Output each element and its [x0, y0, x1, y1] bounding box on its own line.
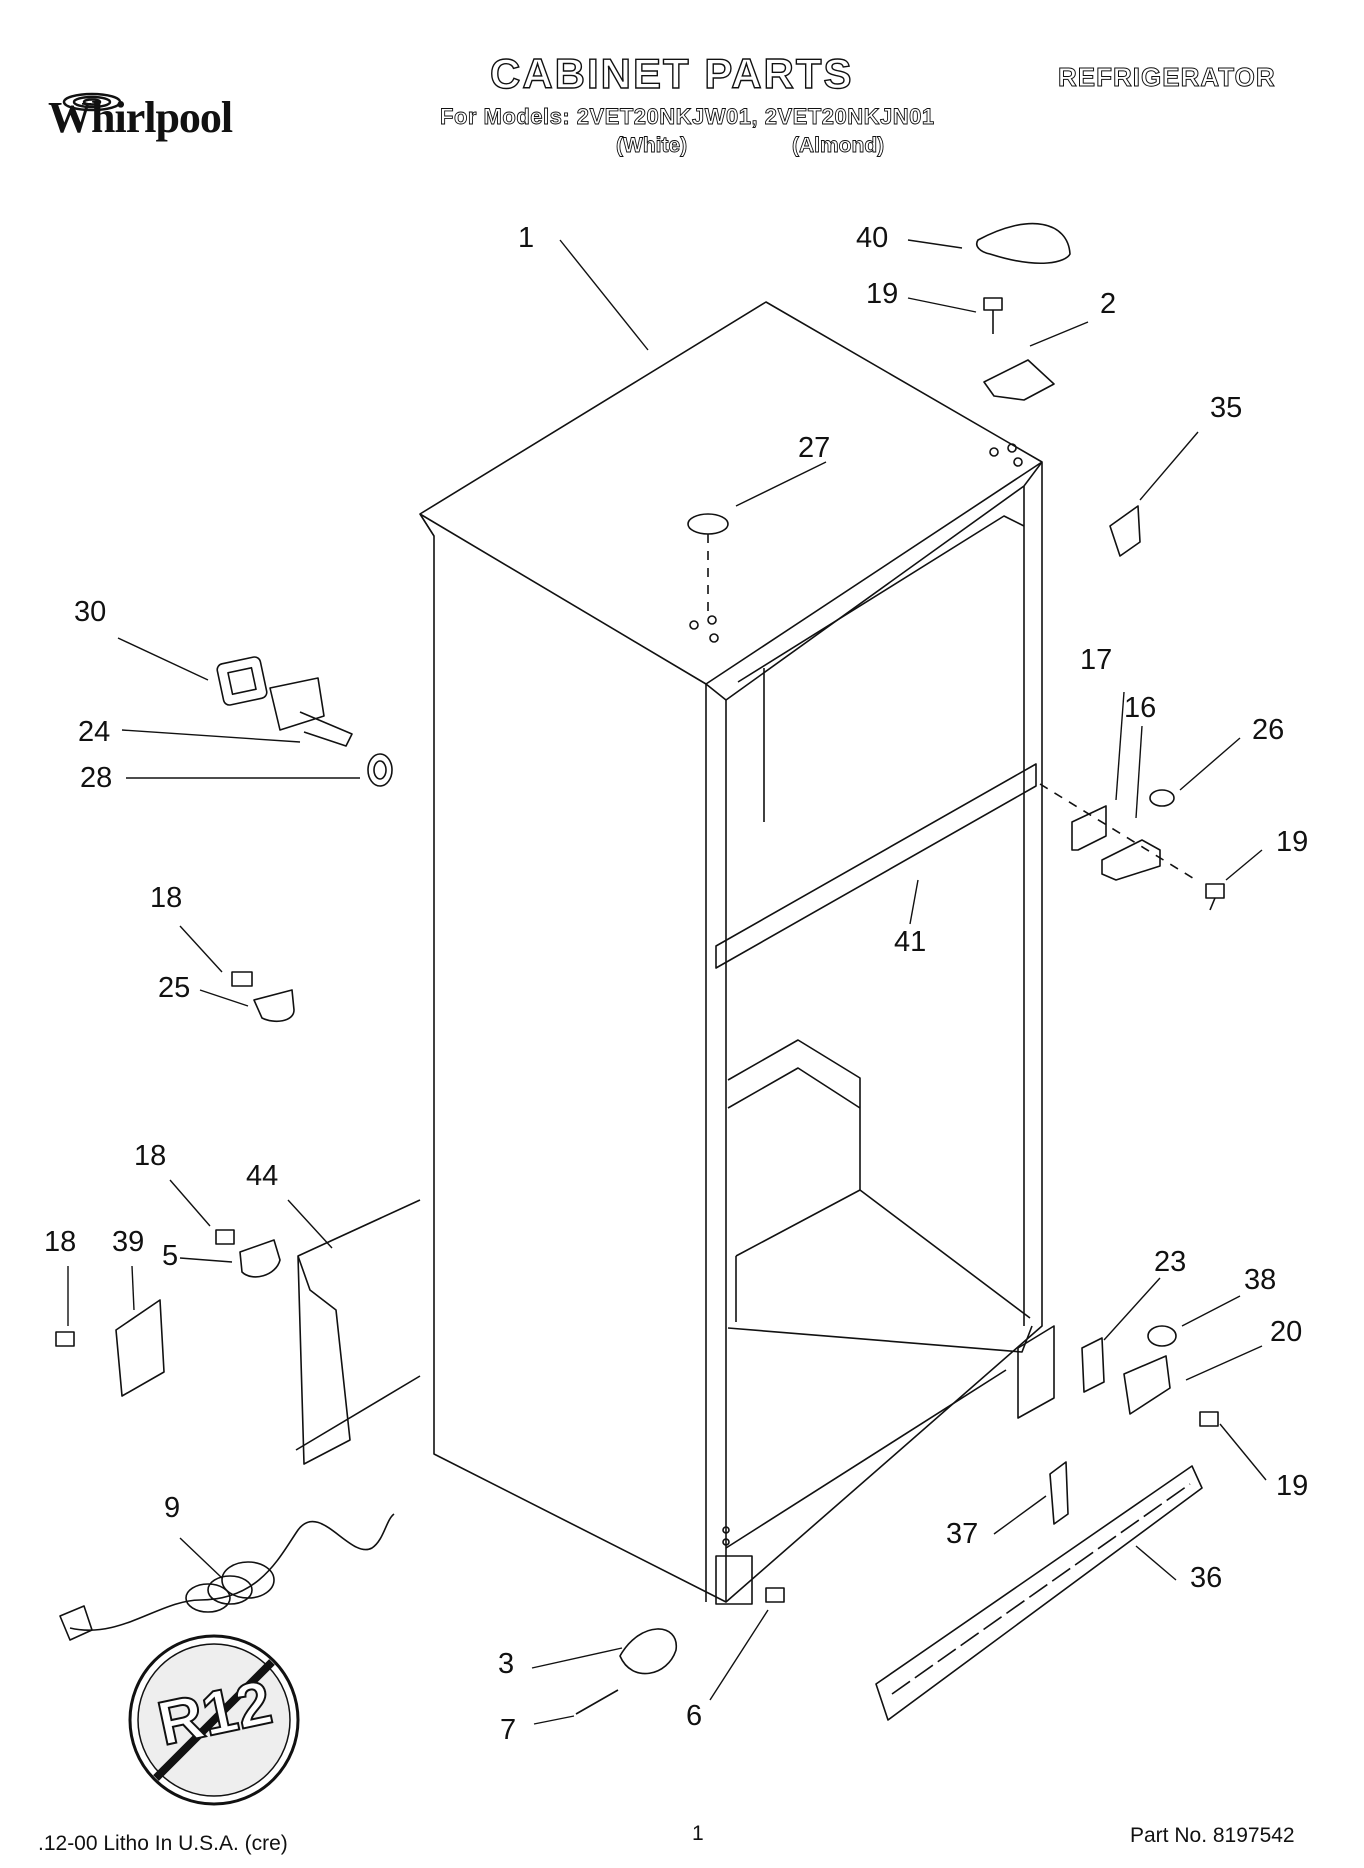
callout-20: 20 [1270, 1316, 1303, 1348]
page-number: 1 [692, 1822, 704, 1845]
whirlpool-logo: Whirlpool [48, 93, 233, 142]
callout-19-bottom: 19 [1276, 1470, 1309, 1502]
callout-28: 28 [80, 762, 113, 794]
leader-lines [67, 239, 1267, 1725]
callout-1: 1 [518, 222, 535, 254]
callout-7: 7 [500, 1714, 517, 1746]
cabinet [295, 301, 1055, 1605]
callout-37: 37 [946, 1518, 979, 1550]
part-28-washer [367, 753, 393, 787]
no-r12-badge [128, 1634, 300, 1806]
callout-18-upper: 18 [150, 882, 183, 914]
callout-19-mid: 19 [1276, 826, 1309, 858]
callout-2: 2 [1100, 288, 1117, 320]
part-23-plate [1081, 1337, 1105, 1393]
part-5-clip [239, 1239, 281, 1278]
callout-17: 17 [1080, 644, 1113, 676]
callout-41: 41 [894, 926, 927, 958]
callout-18-left: 18 [44, 1226, 77, 1258]
color-almond: (Almond) [792, 134, 885, 158]
part-39-cover [115, 1299, 165, 1397]
callout-36: 36 [1190, 1562, 1223, 1594]
litho-note: .12-00 Litho In U.S.A. (cre) [38, 1832, 288, 1855]
callout-3: 3 [498, 1648, 515, 1680]
part-40-cap [975, 222, 1071, 265]
callout-18-middle: 18 [134, 1140, 167, 1172]
part-38-washer [1147, 1325, 1177, 1347]
part-6-screw [765, 1587, 785, 1603]
part-7-pin [575, 1689, 619, 1715]
part-19-screw-mid [1205, 883, 1225, 911]
callout-40: 40 [856, 222, 889, 254]
callout-9: 9 [164, 1492, 181, 1524]
callout-16: 16 [1124, 692, 1157, 724]
part-18-screw-middle [215, 1229, 235, 1245]
part-2-hinge [983, 359, 1055, 401]
callout-24: 24 [78, 716, 111, 748]
callout-23: 23 [1154, 1246, 1187, 1278]
callout-19-top: 19 [866, 278, 899, 310]
callout-30: 30 [74, 596, 107, 628]
part-24-shaft [269, 677, 353, 747]
whirlpool-swirl-icon [62, 92, 122, 112]
callout-6: 6 [686, 1700, 703, 1732]
callout-39: 39 [112, 1226, 145, 1258]
callout-5: 5 [162, 1240, 179, 1272]
appliance-type: REFRIGERATOR [1058, 62, 1276, 93]
callout-25: 25 [158, 972, 191, 1004]
part-16-hinge [1101, 839, 1161, 881]
part-26-washer [1149, 789, 1175, 807]
part-25-clip [253, 989, 295, 1023]
part-36-grille [875, 1465, 1203, 1721]
callout-38: 38 [1244, 1264, 1277, 1296]
part-30-seal [216, 656, 268, 706]
part-number: Part No. 8197542 [1130, 1824, 1295, 1847]
part-9-cord [69, 1513, 395, 1631]
part-3-roller [619, 1628, 677, 1675]
part-20-hinge [1123, 1355, 1171, 1415]
part-37-clip [1049, 1461, 1069, 1525]
callout-26: 26 [1252, 714, 1285, 746]
color-white: (White) [616, 134, 688, 158]
part-18-screw-left [55, 1331, 75, 1347]
part-18-screw-upper [231, 971, 253, 987]
part-35-clip [1109, 505, 1141, 557]
callout-35: 35 [1210, 392, 1243, 424]
part-17-bracket [1071, 805, 1107, 851]
callout-44: 44 [246, 1160, 279, 1192]
part-19-screw-top [983, 297, 1003, 334]
callout-27: 27 [798, 432, 831, 464]
part-19-screw-bottom [1199, 1411, 1219, 1427]
models-line: For Models: 2VET20NKJW01, 2VET20NKJN01 [440, 104, 935, 130]
page-title: CABINET PARTS [489, 49, 854, 97]
